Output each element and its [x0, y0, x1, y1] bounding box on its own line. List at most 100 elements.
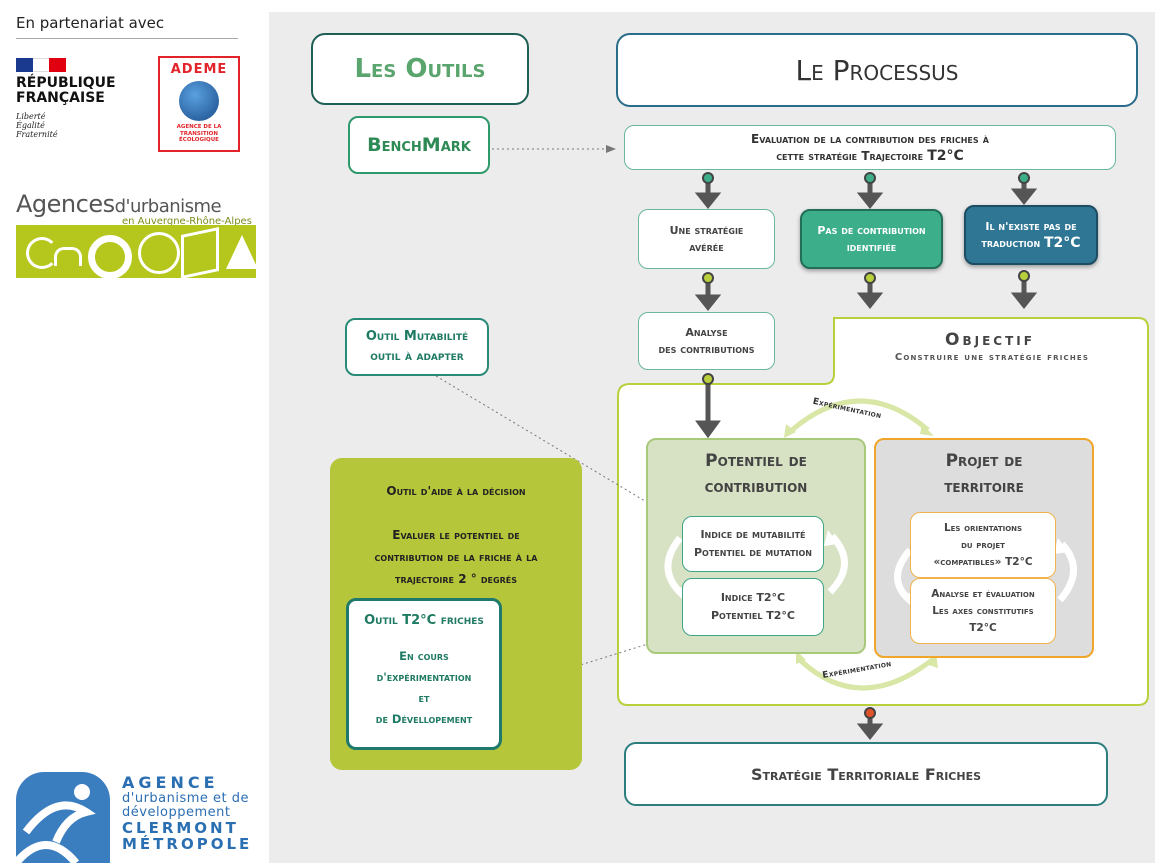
evaluer-line1: Evaluer le potentiel de [392, 528, 520, 542]
outil-mutabilite-tool[interactable]: Outil Mutabilité outil à adapter [345, 318, 489, 376]
evaluer-line2: contribution de la friche à la [374, 550, 538, 564]
analyse-line2: des contributions [658, 343, 755, 356]
benchmark-link-arrow [606, 145, 616, 153]
strategie-averee-line2: avérée [689, 241, 724, 254]
indice-mut-line2: Potentiel de mutation [693, 546, 813, 559]
ademe-name: ADEME [170, 62, 228, 77]
agences-urbanisme-logo-band [16, 225, 258, 280]
agences-word-2: d'urbanisme [114, 196, 222, 217]
clermont-agence: AGENCE [122, 773, 219, 792]
experimentation-arc-top [790, 398, 930, 432]
e-shape-icon [88, 235, 132, 279]
agences-urbanisme-wordmark: Agencesd'urbanisme [16, 190, 222, 218]
outil-t2c-line3: et [418, 691, 430, 705]
node-lime [864, 272, 876, 284]
pas-contribution-box: Pas de contribution identifiée [800, 209, 943, 269]
indice-t2c-line2: Potentiel T2°C [710, 609, 796, 622]
potentiel-title-line1: Potentiel de [705, 451, 807, 471]
benchmark-tool[interactable]: BenchMark [348, 116, 490, 174]
orientations-box: Les orientations du projet «compatibles»… [910, 512, 1056, 578]
clermont-line2: d'urbanisme et de [122, 791, 250, 806]
analyse-line1: Analyse [685, 326, 728, 339]
outil-mut-link [435, 375, 681, 523]
globe-icon [179, 81, 219, 121]
pas-contrib-line1: Pas de contribution [817, 224, 926, 237]
evaluation-t2c: T2°C [927, 147, 964, 164]
outil-mut-line2: outil à adapter [370, 349, 464, 364]
agences-word-1: Agences [16, 190, 115, 218]
node-lime [702, 272, 714, 284]
indice-mutabilite-box: Indice de mutabilité Potentiel de mutati… [682, 516, 824, 572]
node-lime [702, 373, 714, 385]
strategie-averee-box: Une stratégie avérée [638, 209, 775, 269]
rf-motto-1: Liberté [16, 112, 46, 121]
connector-analyse-potentiel [695, 382, 721, 439]
projet-title-line2: territoire [944, 477, 1024, 497]
clermont-line3: développement [122, 805, 231, 820]
evaluation-line2: cette stratégie Trajectoire [776, 148, 924, 163]
clermont-line4: CLERMONT [122, 819, 239, 837]
orientations-line3: «compatibles» T2°C [933, 555, 1033, 568]
objectif-subtitle: Construire une stratégie friches [894, 352, 1090, 363]
evaluer-line3: trajectoire 2 ° degrés [395, 572, 517, 586]
aide-decision-title: Outil d'aide à la décision [386, 484, 526, 498]
node-lime [1018, 270, 1030, 282]
evaluation-line1: Evaluation de la contribution des friche… [751, 131, 989, 146]
clermont-metropole-logo: AGENCE d'urbanisme et de développement C… [16, 770, 260, 863]
agences-region: en Auvergne-Rhône-Alpes [122, 216, 252, 227]
nexiste-t2c: T2°C [1044, 235, 1081, 251]
node-green [864, 172, 876, 184]
evaluation-box: Evaluation de la contribution des friche… [624, 125, 1116, 170]
analyse-evaluation-box: Analyse et évaluation Les axes constitut… [910, 578, 1056, 644]
strategie-averee-line1: Une stratégie [669, 224, 744, 237]
sphere-shape-icon [138, 232, 180, 274]
strategie-territoriale-box: Stratégie Territoriale Friches [624, 742, 1108, 806]
indice-mut-line1: Indice de mutabilité [700, 528, 806, 541]
connector-nexiste-objectif [1010, 278, 1038, 310]
indice-t2c-box: Indice T2°C Potentiel T2°C [682, 578, 824, 636]
c-shape-icon [26, 237, 58, 269]
nexiste-line2: traduction [981, 237, 1041, 250]
indice-t2c-line1: Indice T2°C [720, 591, 786, 604]
ademe-logo: ADEME AGENCE DE LA TRANSITION ÉCOLOGIQUE [158, 56, 240, 152]
ademe-sub-1: AGENCE DE LA [176, 124, 222, 130]
outil-mut-line1: Outil Mutabilité [365, 329, 469, 344]
node-green [1018, 172, 1030, 184]
pas-contrib-line2: identifiée [846, 241, 897, 254]
nexiste-pas-box: Il n'existe pas de traduction T2°C [964, 205, 1098, 265]
partner-label: En partenariat avec [16, 14, 165, 32]
outil-t2c-line1: En cours [399, 649, 449, 663]
outil-t2c-line2: d'expérimentation [376, 670, 472, 684]
outil-t2c-line4: de Dévellopement [375, 712, 473, 726]
clermont-figure-icon [16, 772, 110, 863]
nexiste-line1: Il n'existe pas de [985, 220, 1077, 233]
m-shape-icon [54, 247, 82, 266]
connector-averee-analyse [694, 280, 722, 312]
experimentation-arc-bottom [798, 658, 934, 691]
divider [16, 38, 238, 39]
analyse-eval-line3: T2°C [969, 621, 997, 634]
potentiel-title-line2: contribution [704, 477, 808, 497]
node-green [702, 172, 714, 184]
analyse-eval-line2: Les axes constitutifs [932, 604, 1034, 617]
outils-title: Les Outils [311, 33, 529, 105]
processus-title: Le Processus [616, 33, 1138, 107]
rf-motto-2: Égalité [16, 121, 45, 130]
projet-title-line1: Projet de [945, 451, 1023, 471]
evaluer-potentiel-text: Evaluer le potentiel de contribution de … [340, 524, 572, 590]
republique-francaise-logo: RÉPUBLIQUE FRANÇAISE Liberté Égalité Fra… [16, 58, 146, 139]
outil-t2c-friches-tool[interactable]: Outil T2°C friches En cours d'expériment… [346, 598, 502, 750]
outil-t2c-title: Outil T2°C friches [364, 613, 484, 628]
objectif-title: Objectif [945, 330, 1035, 350]
rf-title-line1: RÉPUBLIQUE [16, 75, 116, 91]
ademe-sub-2: TRANSITION [180, 130, 218, 137]
ademe-sub-3: ÉCOLOGIQUE [179, 137, 219, 143]
rf-motto-3: Fraternité [16, 130, 58, 139]
orientations-line2: du projet [961, 538, 1005, 551]
orientations-line1: Les orientations [943, 521, 1023, 534]
analyse-contributions-box: Analyse des contributions [638, 312, 775, 370]
node-red [864, 707, 876, 719]
triangle-shape-icon [226, 235, 258, 269]
rf-title-line2: FRANÇAISE [16, 90, 105, 106]
clermont-line5: MÉTROPOLE [122, 835, 253, 853]
